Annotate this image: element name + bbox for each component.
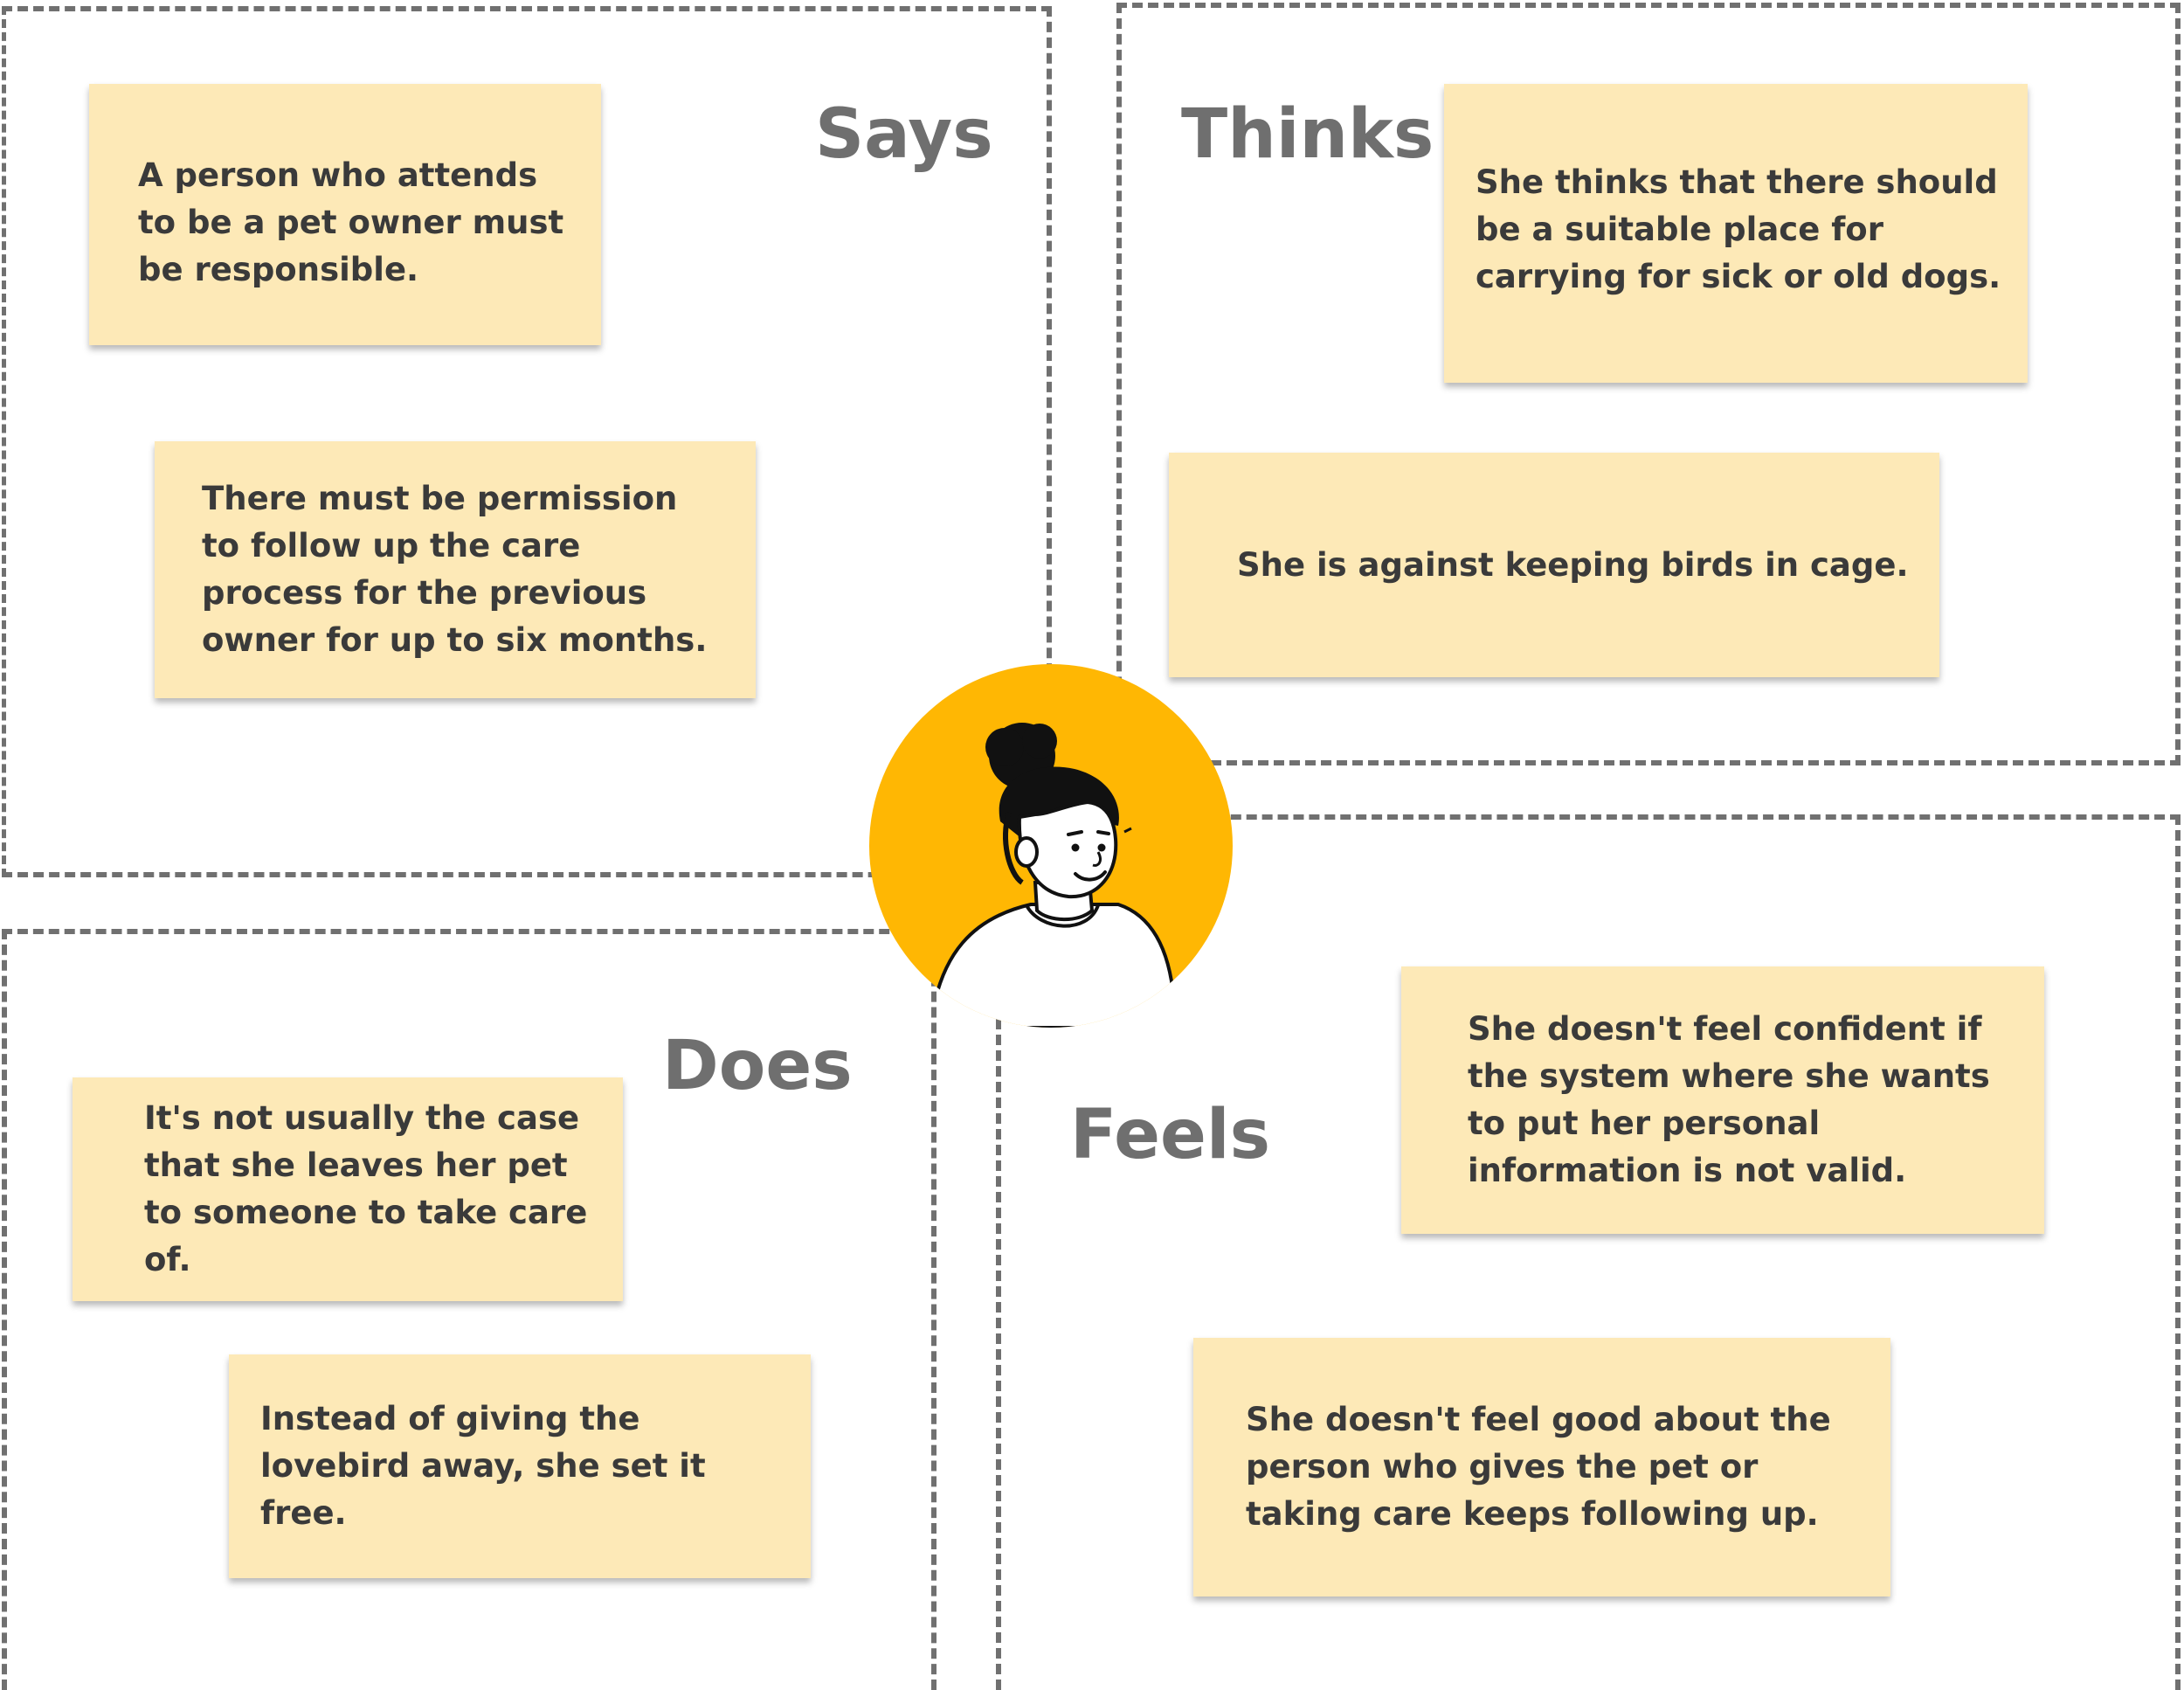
does-note-2-text: Instead of giving the lovebird away, she…: [260, 1396, 784, 1537]
does-title: Does: [662, 1032, 853, 1100]
says-note-2[interactable]: There must be permission to follow up th…: [155, 441, 756, 698]
says-note-2-text: There must be permission to follow up th…: [202, 475, 721, 664]
thinks-note-2[interactable]: She is against keeping birds in cage.: [1169, 453, 1939, 677]
feels-note-1[interactable]: She doesn't feel confident if the system…: [1401, 966, 2044, 1234]
feels-note-2-text: She doesn't feel good about the person w…: [1246, 1396, 1864, 1538]
says-quadrant-top-border: [2, 6, 1052, 11]
does-note-1-text: It's not usually the case that she leave…: [144, 1095, 597, 1284]
says-title: Says: [815, 100, 993, 169]
thinks-title: Thinks: [1181, 100, 1434, 169]
feels-note-2[interactable]: She doesn't feel good about the person w…: [1193, 1338, 1890, 1596]
feels-title: Feels: [1070, 1101, 1270, 1169]
says-note-1-text: A person who attends to be a pet owner m…: [138, 152, 566, 294]
thinks-note-1-text: She thinks that there should be a suitab…: [1476, 159, 2001, 301]
does-note-2[interactable]: Instead of giving the lovebird away, she…: [229, 1354, 811, 1578]
says-note-1[interactable]: A person who attends to be a pet owner m…: [89, 84, 601, 345]
does-note-1[interactable]: It's not usually the case that she leave…: [73, 1077, 623, 1301]
feels-note-1-text: She doesn't feel confident if the system…: [1468, 1006, 2018, 1195]
thinks-note-2-text: She is against keeping birds in cage.: [1237, 542, 1909, 589]
thinks-note-1[interactable]: She thinks that there should be a suitab…: [1444, 84, 2028, 383]
person-avatar-icon: [869, 664, 1233, 1028]
